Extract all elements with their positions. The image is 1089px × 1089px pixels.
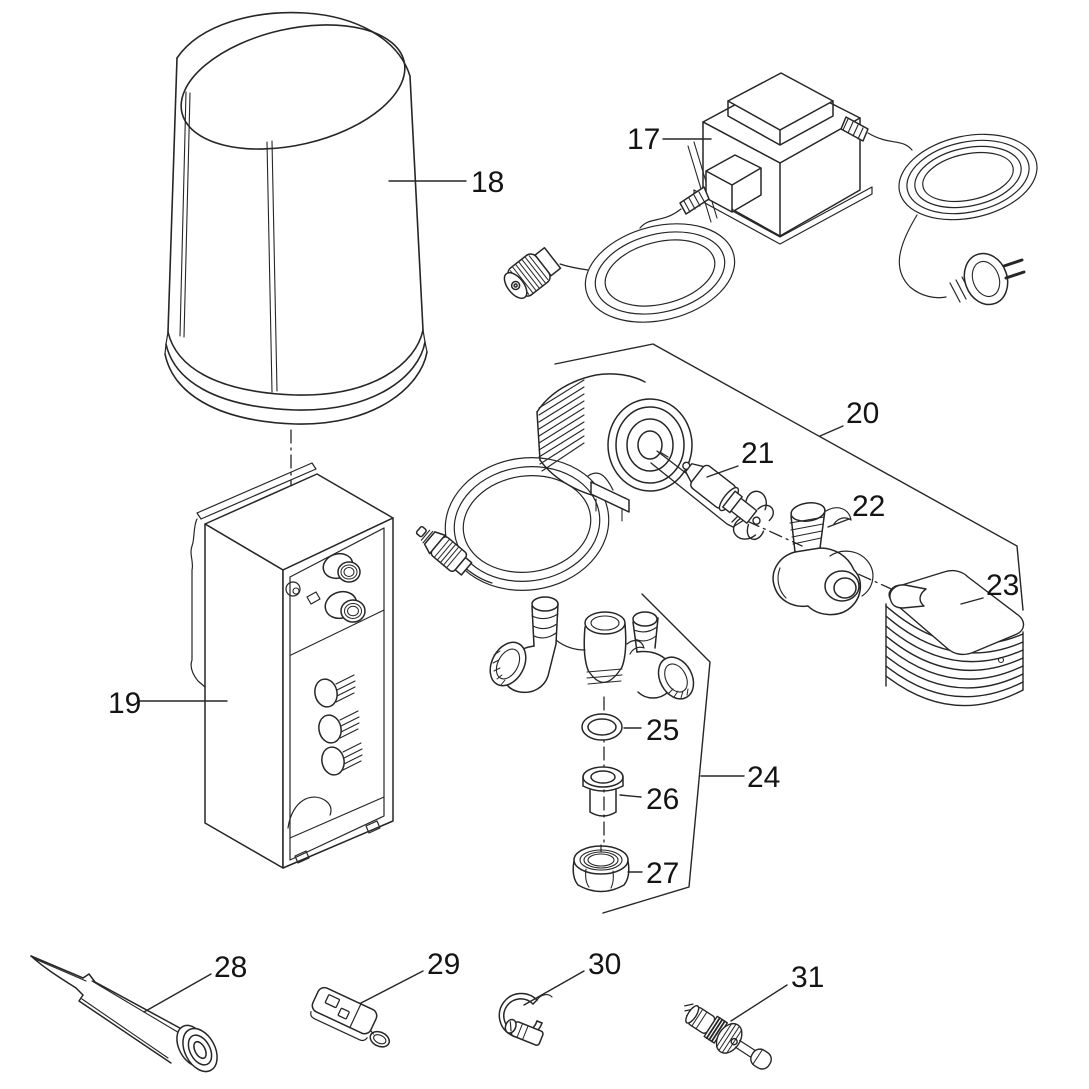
part-17-transformer-drawing xyxy=(503,72,1038,323)
label-part-25: 25 xyxy=(646,714,679,747)
label-part-18: 18 xyxy=(471,166,504,199)
part-28-stake-drawing xyxy=(30,955,218,1073)
leader-26 xyxy=(619,794,642,798)
leader-23 xyxy=(960,597,984,605)
label-part-19: 19 xyxy=(108,687,141,720)
part-20-pump-drawing xyxy=(415,373,745,591)
label-part-28: 28 xyxy=(214,951,247,984)
leader-20 xyxy=(819,425,844,437)
part-18-cover-drawing xyxy=(164,11,428,425)
label-part-29: 29 xyxy=(427,948,460,981)
bracket-group-20 xyxy=(554,343,1024,611)
group-brackets xyxy=(554,343,1024,914)
bracket-group-24 xyxy=(602,593,711,914)
leader-28 xyxy=(143,973,212,1013)
part-29-remote-drawing xyxy=(310,986,391,1048)
label-part-24: 24 xyxy=(747,761,780,794)
part-19-box-drawing xyxy=(190,462,394,869)
label-part-21: 21 xyxy=(741,437,774,470)
cable-coil-right xyxy=(867,132,1038,299)
leader-30 xyxy=(523,970,585,1006)
label-part-17: 17 xyxy=(627,123,660,156)
part-26-bushing-drawing xyxy=(582,766,624,817)
label-part-26: 26 xyxy=(646,783,679,816)
label-part-27: 27 xyxy=(646,857,679,890)
label-part-30: 30 xyxy=(588,948,621,981)
leader-21 xyxy=(706,465,739,478)
part-30-clamp-drawing xyxy=(498,992,553,1046)
part-25-oring-drawing xyxy=(581,713,623,741)
label-part-31: 31 xyxy=(791,961,824,994)
clamp-screw xyxy=(504,1018,544,1046)
leader-lines xyxy=(139,138,984,1022)
part-22-housing-drawing xyxy=(772,502,874,616)
pump-plug xyxy=(415,526,473,576)
callout-labels: 17 18 19 20 21 22 23 24 25 26 27 28 29 3… xyxy=(108,123,1019,994)
part-24-manifold-drawing xyxy=(489,596,695,700)
label-part-20: 20 xyxy=(846,397,879,430)
low-voltage-connector xyxy=(503,246,562,300)
cable-coil-left xyxy=(559,208,736,323)
part-21-impeller-drawing xyxy=(682,461,774,540)
leader-29 xyxy=(360,970,424,1004)
pump-cable-coil xyxy=(444,457,614,591)
part-23-foam-drawing xyxy=(885,569,1025,707)
centerline-pump-axis xyxy=(746,520,803,547)
leader-22 xyxy=(827,518,850,528)
leader-31 xyxy=(730,984,788,1022)
label-part-22: 22 xyxy=(852,490,885,523)
label-part-23: 23 xyxy=(986,569,1019,602)
part-31-connector-drawing xyxy=(684,1003,772,1070)
part-27-nut-drawing xyxy=(572,844,630,893)
mains-plug xyxy=(949,252,1026,306)
